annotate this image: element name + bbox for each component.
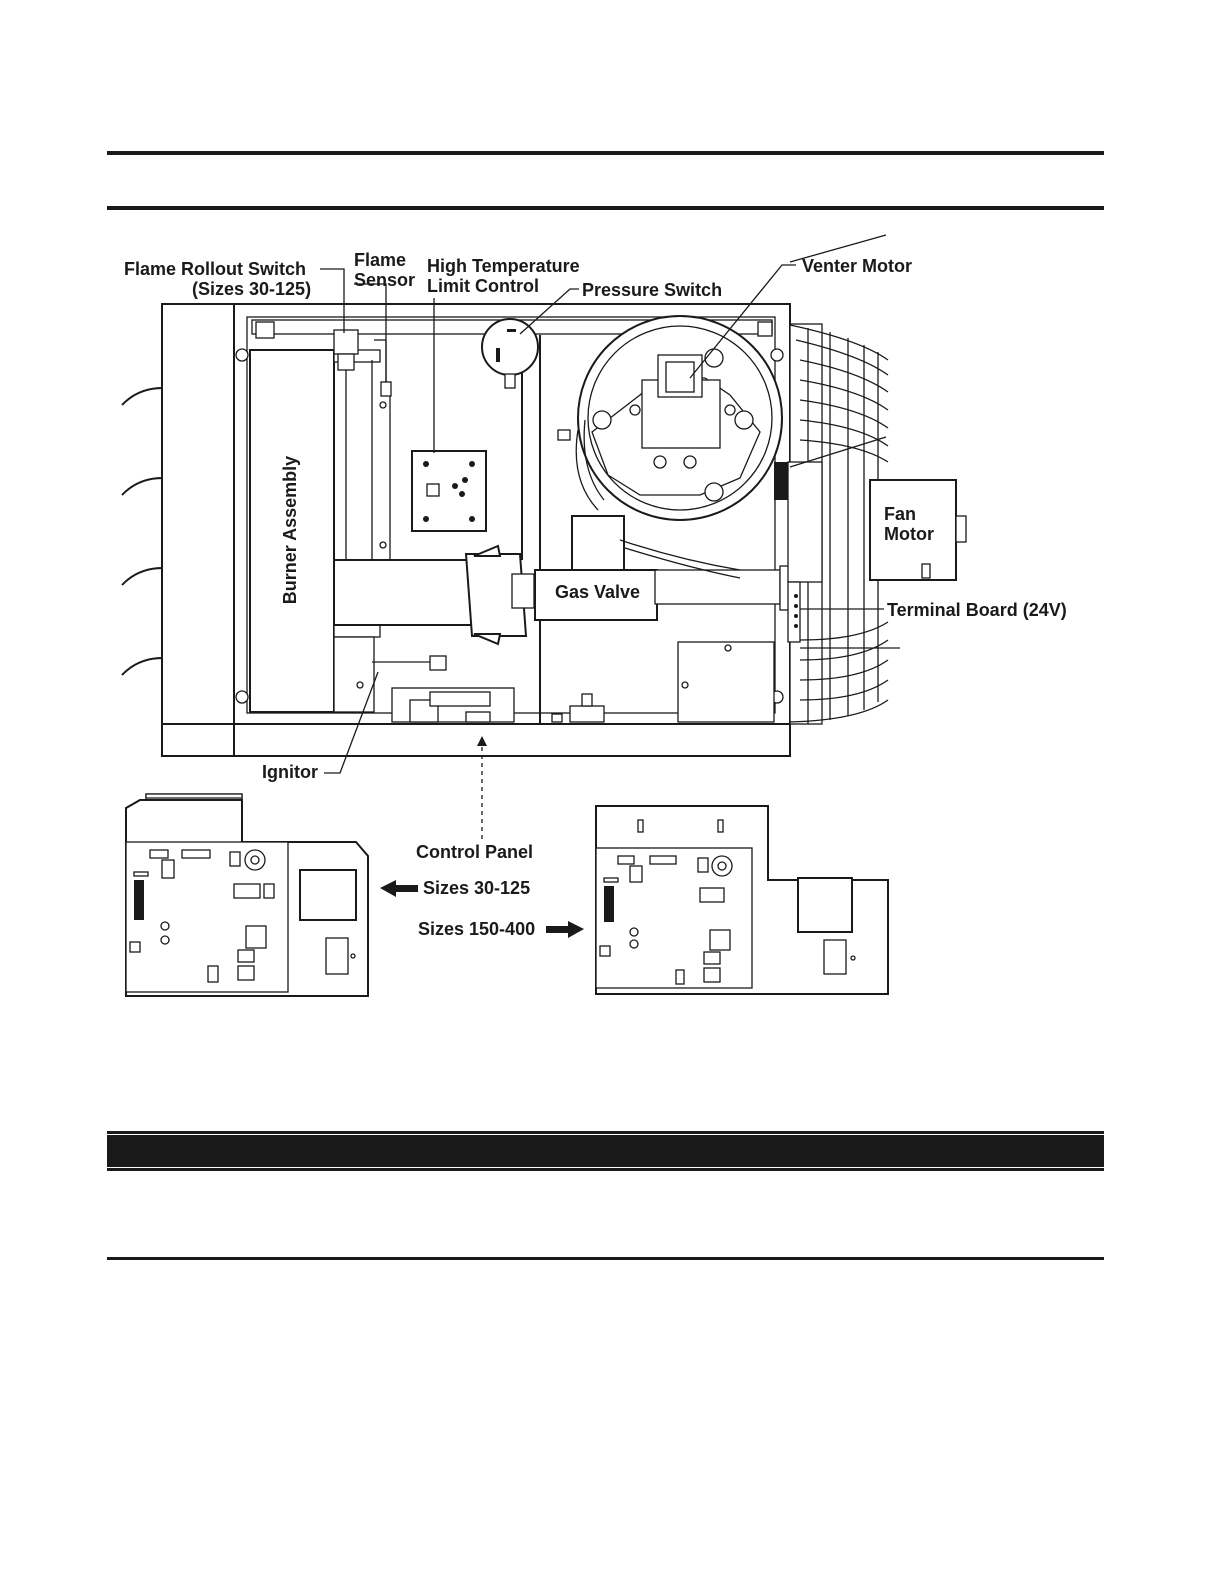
arrow-right-icon: [546, 921, 584, 938]
section-header-bar: [107, 1131, 1104, 1171]
sizes-30-125-label: Sizes 30-125: [423, 878, 530, 898]
flame-rollout-sizes-label: (Sizes 30-125): [192, 279, 311, 299]
sizes-150-400-label: Sizes 150-400: [418, 919, 535, 939]
high-temp-label-1: High Temperature: [427, 256, 580, 276]
terminal-board-label: Terminal Board (24V): [887, 600, 1067, 620]
pressure-switch-label: Pressure Switch: [582, 280, 722, 300]
fan-motor: [774, 462, 966, 582]
venter-motor-label: Venter Motor: [802, 256, 912, 276]
arrow-left-icon: [380, 880, 418, 897]
heat-exchanger-panel: [122, 304, 236, 724]
high-temp-limit-control: [412, 451, 486, 531]
ignitor-label: Ignitor: [262, 762, 318, 782]
high-temp-label-2: Limit Control: [427, 276, 539, 296]
flame-sensor-label-2: Sensor: [354, 270, 415, 290]
fan-motor-label-2: Motor: [884, 524, 934, 544]
control-board-small: [126, 794, 368, 996]
flame-sensor-label-1: Flame: [354, 250, 406, 270]
terminal-board: [788, 582, 800, 642]
bottom-rule: [107, 1257, 1104, 1260]
gas-valve-label: Gas Valve: [555, 582, 640, 602]
control-panel-label: Control Panel: [416, 842, 533, 862]
control-board-large: [596, 806, 888, 994]
burner-assembly-label: Burner Assembly: [280, 456, 300, 604]
fan-motor-label-1: Fan: [884, 504, 916, 524]
flame-rollout-switch-label: Flame Rollout Switch: [124, 259, 306, 279]
